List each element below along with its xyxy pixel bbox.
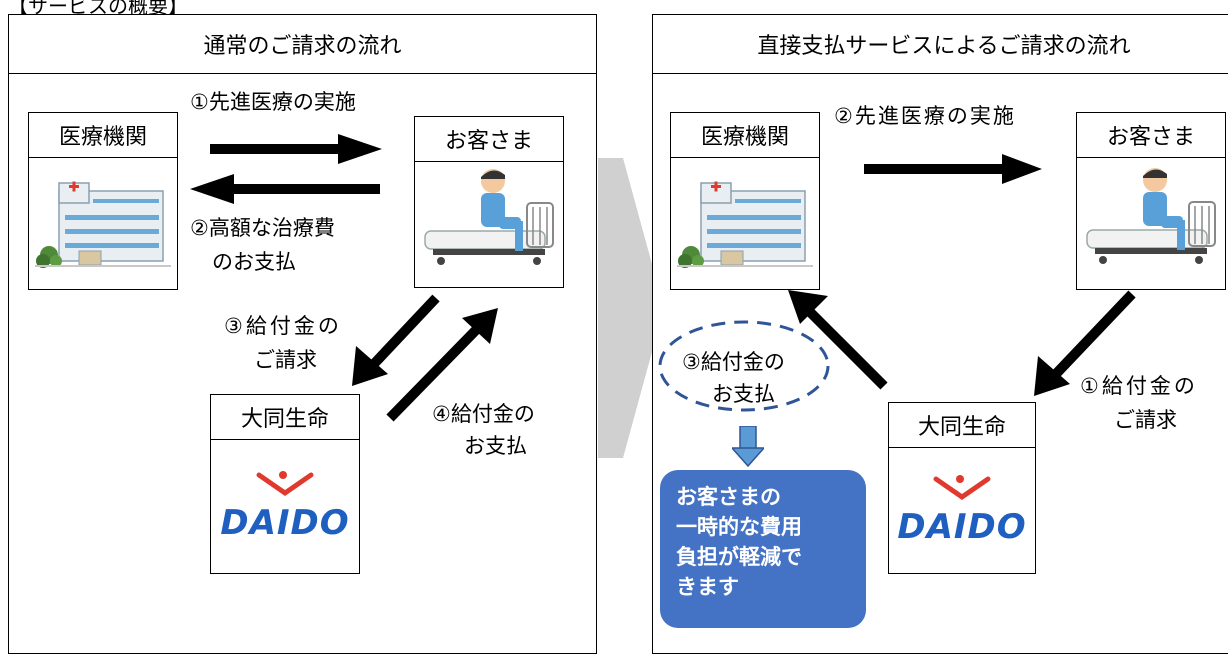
hospital-box: 医療機関 <box>670 112 820 290</box>
daido-logo-text: DAIDO <box>897 507 1027 547</box>
step-2-label-line1: ②高額な治療費 <box>190 216 335 240</box>
benefit-line: 一時的な費用 <box>676 515 802 539</box>
down-arrow-icon <box>732 426 764 468</box>
panel-title: 通常のご請求の流れ <box>9 15 596 74</box>
step-1-label-line1: ①給付金の <box>1080 374 1198 398</box>
step-3-label-line1: ③給付金の <box>224 314 342 338</box>
step-4-label-line1: ④給付金の <box>432 402 535 426</box>
daido-logo-mark <box>933 475 991 501</box>
step-3-label-line2: お支払 <box>712 382 775 406</box>
hospital-label: 医療機関 <box>671 113 819 158</box>
step-2-label: ②先進医療の実施 <box>834 104 1016 128</box>
step-4-label-line2: お支払 <box>464 434 527 458</box>
insurer-label: 大同生命 <box>211 395 359 440</box>
step-1-label: ①先進医療の実施 <box>190 90 356 114</box>
benefit-line: きます <box>676 575 739 599</box>
transition-arrow <box>598 158 664 458</box>
benefit-callout: お客さまの 一時的な費用 負担が軽減で きます <box>660 470 866 628</box>
customer-box: お客さま <box>414 116 564 288</box>
step-3-label-line2: ご請求 <box>254 348 317 372</box>
daido-logo-text: DAIDO <box>220 503 350 543</box>
customer-box: お客さま <box>1076 112 1226 290</box>
insurer-label: 大同生命 <box>889 403 1035 448</box>
step-2-label-line2: のお支払 <box>212 250 296 274</box>
corner-heading: 【サービスの概要】 <box>8 0 188 18</box>
customer-label: お客さま <box>1077 113 1225 158</box>
hospital-icon <box>677 181 813 268</box>
step-1-label-line2: ご請求 <box>1114 408 1177 432</box>
hospital-label: 医療機関 <box>29 113 177 158</box>
insurer-box: 大同生命 DAIDO <box>210 394 360 574</box>
insurer-box: 大同生命 DAIDO <box>888 402 1036 574</box>
patient-on-bed-icon <box>424 169 554 265</box>
daido-logo-mark <box>256 471 314 497</box>
patient-on-bed-icon <box>1086 168 1216 264</box>
step-3-label-line1: ③給付金の <box>682 350 785 374</box>
customer-label: お客さま <box>415 117 563 162</box>
panel-title: 直接支払サービスによるご請求の流れ <box>653 15 1228 74</box>
benefit-line: お客さまの <box>676 485 781 509</box>
benefit-line: 負担が軽減で <box>676 545 802 569</box>
hospital-icon <box>35 181 171 268</box>
hospital-box: 医療機関 <box>28 112 178 290</box>
